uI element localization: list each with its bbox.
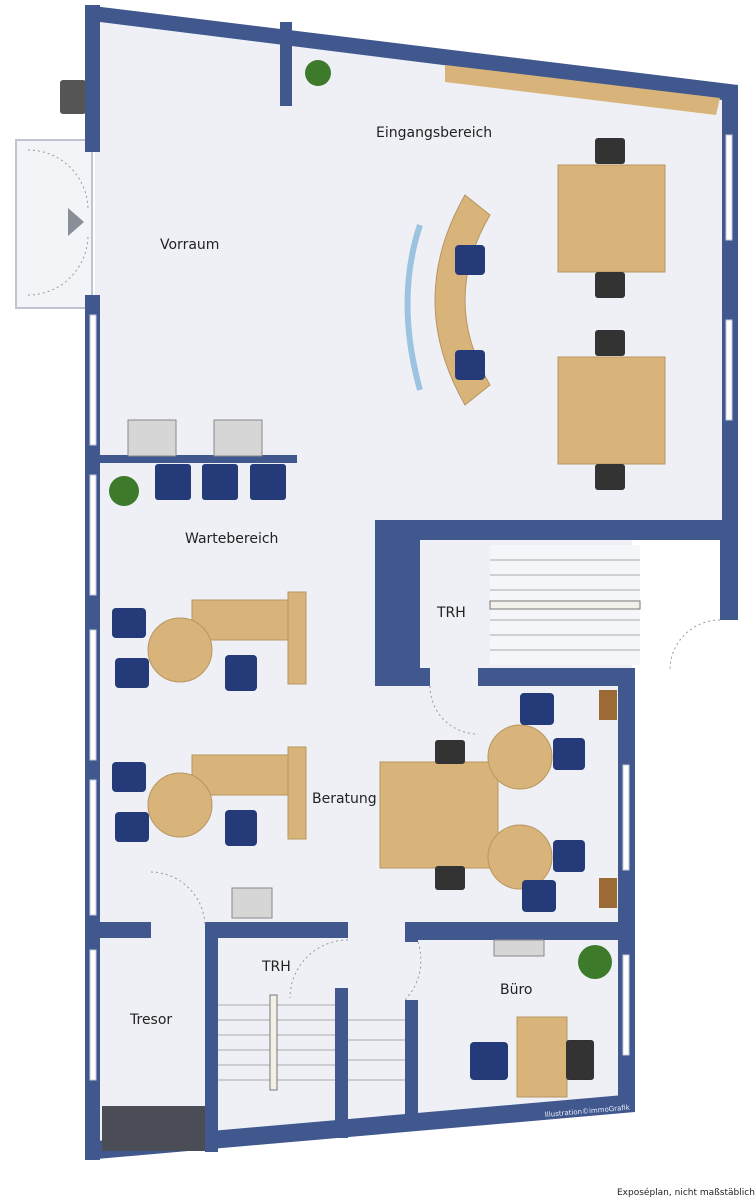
room-label-vorraum: Vorraum: [160, 237, 219, 253]
stairs-lower: [218, 994, 405, 1091]
counter: [445, 65, 720, 115]
room-label-trh-lower: TRH: [261, 959, 291, 975]
windows: [89, 134, 733, 1081]
chairs: [112, 138, 625, 1080]
stairs-upper: [489, 545, 641, 665]
room-label-buero: Büro: [500, 982, 533, 998]
plants: [109, 60, 612, 979]
room-label-eingangsbereich: Eingangsbereich: [376, 125, 492, 141]
side-table: [599, 878, 617, 908]
side-table: [599, 690, 617, 720]
outdoor-unit: [60, 80, 86, 114]
room-label-trh-upper: TRH: [436, 605, 466, 621]
door-swings: [150, 619, 721, 1001]
room-label-wartebereich: Wartebereich: [185, 531, 278, 547]
vault-safe: [102, 1106, 205, 1151]
entrance-door-swing: [27, 149, 89, 296]
room-label-tresor: Tresor: [129, 1012, 172, 1028]
footer-note: Exposéplan, nicht maßstäblich: [617, 1187, 755, 1198]
reception-glass: [404, 224, 423, 391]
room-label-beratung: Beratung: [312, 791, 377, 807]
entrance-arrow-icon: [68, 208, 84, 236]
desks: [147, 164, 666, 1098]
copiers: [127, 419, 545, 957]
